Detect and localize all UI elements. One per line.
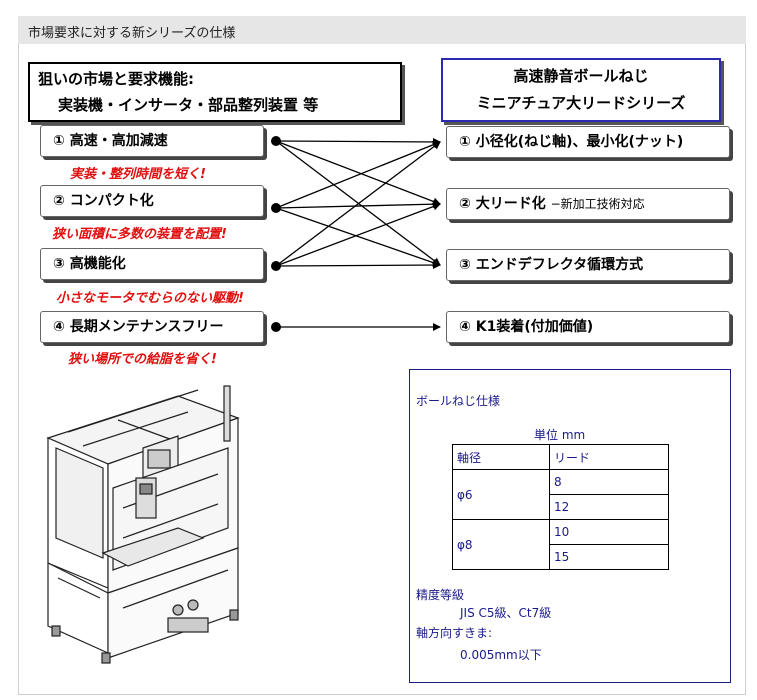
lead-cell: 12 xyxy=(549,494,669,520)
feature-label-1: ① 小径化(ねじ軸)、最小化(ナット) xyxy=(459,134,684,150)
feature-box-3: ③ エンドデフレクタ循環方式 xyxy=(446,249,730,281)
feature-label-2: ② 大リード化 xyxy=(459,196,551,212)
table-row: 12 xyxy=(453,494,669,520)
series-title-box: 高速静音ボールねじ ミニアチュア大リードシリーズ xyxy=(441,58,721,122)
feature-suffix-2: −新加工技術対応 xyxy=(550,197,645,211)
requirement-label-4: ④ 長期メンテナンスフリー xyxy=(53,319,224,335)
spec-title: ボールねじ仕様 xyxy=(416,394,501,408)
requirement-label-3: ③ 高機能化 xyxy=(53,256,126,272)
header-diameter: 軸径 xyxy=(452,444,550,470)
lead-cell: 15 xyxy=(549,544,669,570)
table-row: 15 xyxy=(453,544,669,570)
requirement-box-1: ① 高速・高加減速 xyxy=(40,125,264,157)
feature-box-4: ④ K1装着(付加価値) xyxy=(446,311,730,343)
mounting-machine-illustration xyxy=(46,385,240,664)
lead-cell: 10 xyxy=(549,519,669,545)
connection-arrow xyxy=(275,207,441,267)
table-row: φ6 8 xyxy=(452,469,669,520)
feature-box-2: ② 大リード化 −新加工技術対応 xyxy=(446,188,730,220)
lead-cell: 8 xyxy=(549,469,669,495)
connection-arrow xyxy=(275,140,441,206)
section-title: 市場要求に対する新シリーズの仕様 xyxy=(28,26,236,41)
requirement-label-1: ① 高速・高加減速 xyxy=(53,133,168,149)
requirement-box-4: ④ 長期メンテナンスフリー xyxy=(40,311,264,343)
connection-arrow xyxy=(275,141,441,267)
requirement-note-2: 狭い面積に多数の装置を配置! xyxy=(52,227,227,242)
table-row: φ8 10 xyxy=(452,519,669,570)
connection-arrow xyxy=(275,202,441,267)
requirement-note-4: 狭い場所での給脂を省く! xyxy=(68,352,217,367)
connection-arrow xyxy=(275,137,441,146)
feature-label-3: ③ エンドデフレクタ循環方式 xyxy=(459,257,644,273)
connection-arrow xyxy=(275,140,441,266)
connection-arrow xyxy=(275,200,441,209)
header-lead: リード xyxy=(549,444,669,470)
requirement-box-3: ③ 高機能化 xyxy=(40,248,264,280)
accuracy-label: 精度等級 xyxy=(416,588,465,602)
requirement-box-2: ② コンパクト化 xyxy=(40,185,264,217)
requirement-note-3: 小さなモータでむらのない駆動! xyxy=(56,291,244,306)
series-title-line1: 高速静音ボールねじ xyxy=(513,67,649,85)
market-applications: 実装機・インサータ・部品整列装置 等 xyxy=(58,96,319,114)
content-frame xyxy=(18,44,746,695)
market-title: 狙いの市場と要求機能: xyxy=(38,70,194,88)
connection-arrow xyxy=(275,261,441,270)
ball-screw-spec-panel: ボールねじ仕様 単位 mm 軸径 リード φ6 8 12 φ8 10 15 精度… xyxy=(409,369,731,683)
feature-box-1: ① 小径化(ねじ軸)、最小化(ナット) xyxy=(446,126,730,158)
series-title-line2: ミニアチュア大リードシリーズ xyxy=(476,94,686,112)
section-header: 市場要求に対する新シリーズの仕様 xyxy=(18,16,746,44)
diameter-cell: φ6 xyxy=(452,469,550,520)
table-header-row: 軸径 リード xyxy=(452,444,669,470)
spec-table: 軸径 リード φ6 8 12 φ8 10 15 xyxy=(452,444,669,570)
feature-label-4: ④ K1装着(付加価値) xyxy=(459,319,594,335)
connection-arrow xyxy=(275,140,441,209)
backlash-label: 軸方向すきま: xyxy=(416,626,493,640)
accuracy-value: JIS C5級、Ct7級 xyxy=(460,606,552,620)
spec-unit: 単位 mm xyxy=(534,428,586,442)
requirement-note-1: 実装・整列時間を短く! xyxy=(70,167,206,182)
requirement-label-2: ② コンパクト化 xyxy=(53,193,154,209)
target-market-box: 狙いの市場と要求機能: 実装機・インサータ・部品整列装置 等 xyxy=(28,62,402,122)
backlash-value: 0.005mm以下 xyxy=(460,648,542,662)
diameter-cell: φ8 xyxy=(452,519,550,570)
